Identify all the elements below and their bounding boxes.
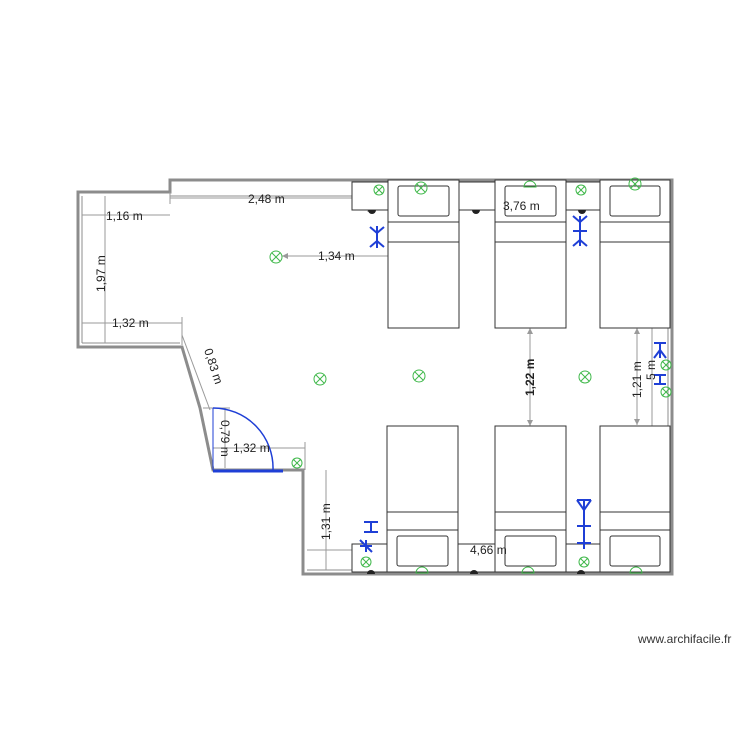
nightstand	[457, 543, 496, 573]
dimension-label: 1,21 m	[630, 361, 644, 398]
dimension-label: 4,66 m	[470, 543, 507, 557]
dimension-label: 1,32 m	[112, 316, 149, 330]
socket-icon	[359, 539, 373, 553]
bed-bottom-middle	[494, 425, 567, 573]
ceiling-light-icon	[269, 250, 283, 264]
walls	[76, 178, 674, 576]
bed-bottom-right	[599, 425, 671, 573]
bed-top-left	[387, 179, 460, 329]
socket-icon	[369, 226, 385, 248]
dimension-label: 1,97 m	[94, 255, 108, 292]
switch-icon	[660, 386, 672, 398]
dimension-label: 1,31 m	[319, 503, 333, 540]
ceiling-light-icon	[523, 180, 537, 188]
watermark-text: www.archifacile.fr	[638, 632, 732, 646]
dimension-arrow	[634, 328, 640, 334]
outer-wall	[76, 178, 674, 576]
ceiling-light-icon	[414, 181, 428, 195]
dimension-ticks	[169, 192, 369, 470]
dimension-arrow	[634, 419, 640, 425]
bed-pillow	[504, 185, 557, 217]
ceiling-light-icon	[628, 177, 642, 191]
ceiling-light-icon	[313, 372, 327, 386]
switches	[291, 184, 672, 568]
switch-icon	[291, 457, 303, 469]
switch-icon	[360, 556, 372, 568]
bed-pillow	[609, 185, 661, 217]
switch-icon	[373, 184, 385, 196]
socket-icon	[572, 215, 588, 247]
switch-icon	[575, 184, 587, 196]
dimension-label: 2,48 m	[248, 192, 285, 206]
furniture	[351, 179, 671, 573]
sockets	[359, 215, 667, 553]
ceiling-light-icon	[415, 566, 429, 574]
dimension-arrow	[527, 420, 533, 426]
bed-bottom-left	[386, 425, 459, 573]
ceiling-light-icon	[578, 370, 592, 384]
dimension-label: 0,83 m	[201, 347, 226, 386]
wall-lights	[367, 210, 586, 574]
bed-pillow	[396, 535, 449, 567]
switch-icon	[578, 556, 590, 568]
wall-light-icon	[367, 570, 375, 574]
wall-light-icon	[577, 570, 585, 574]
socket-icon	[654, 374, 666, 385]
switch-icon	[660, 359, 672, 371]
dimension-label: 0,79 m	[218, 420, 232, 457]
dimension-arrow	[527, 328, 533, 334]
dimension-line-083	[181, 334, 211, 411]
bed-top-right	[599, 179, 671, 329]
dimension-label: 1,34 m	[318, 249, 355, 263]
wall-light-icon	[368, 210, 376, 214]
bed-pillow	[609, 535, 661, 567]
ceiling-light-icon	[521, 566, 535, 574]
dimension-label: 1,22 m	[523, 359, 537, 396]
wall-light-icon	[472, 210, 480, 214]
nightstand	[458, 181, 496, 211]
dimension-arrow	[282, 253, 288, 259]
socket-icon	[364, 521, 378, 533]
socket-icon	[653, 342, 667, 359]
dimension-arrows	[282, 253, 640, 426]
door	[212, 407, 283, 473]
door-swing-arc	[212, 407, 274, 471]
ceiling-light-icon	[629, 566, 643, 574]
ceiling-light-icon	[412, 369, 426, 383]
dimension-label: 1,32 m	[233, 441, 270, 455]
bed-pillow	[504, 535, 557, 567]
dimension-label: 1,16 m	[106, 209, 143, 223]
wall-light-icon	[578, 210, 586, 214]
socket-icon	[576, 499, 592, 549]
dimension-label: 3,76 m	[503, 199, 540, 213]
bed-top-middle	[494, 179, 567, 329]
dimension-label: 5 m	[644, 360, 658, 380]
nightstand	[565, 181, 601, 211]
dimension-lines	[82, 184, 668, 570]
wall-light-icon	[470, 570, 478, 574]
ceiling-lights	[269, 177, 643, 574]
